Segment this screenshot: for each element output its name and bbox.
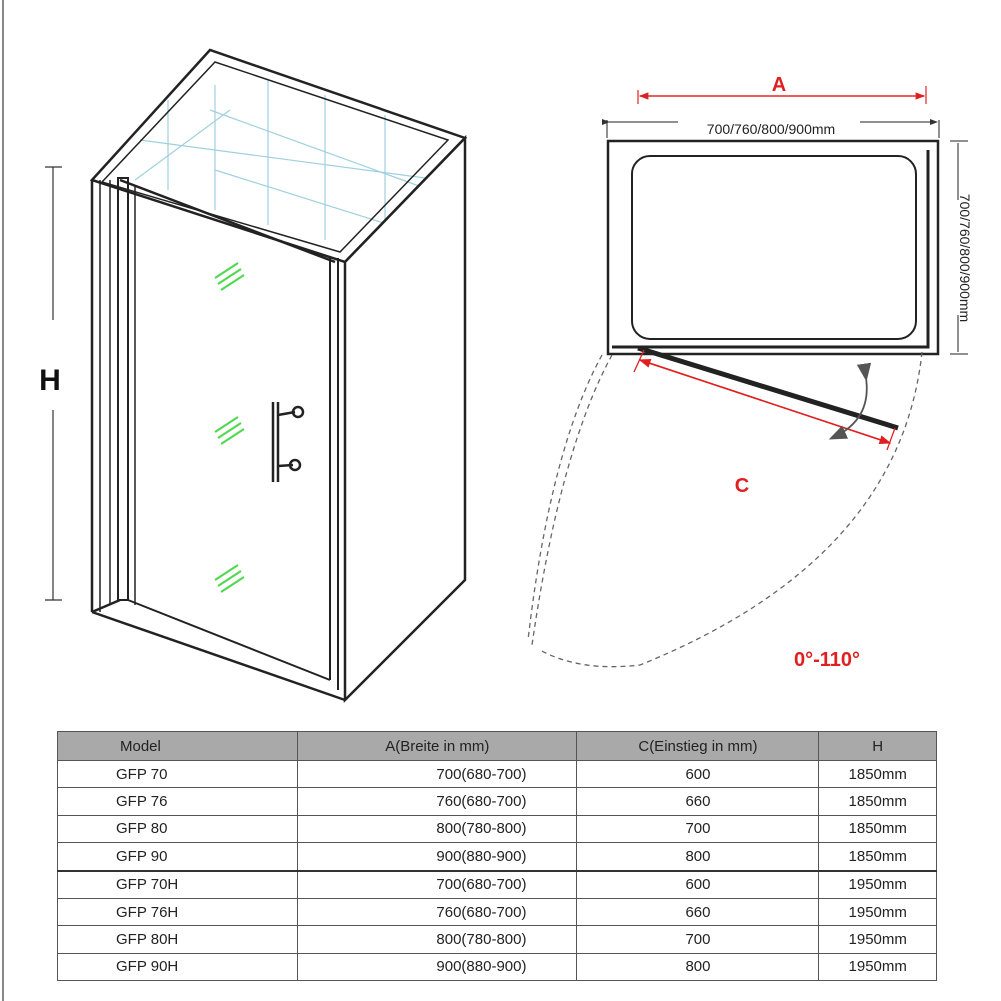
cell-width-A: 800(780-800): [297, 925, 577, 954]
height-dimension: [45, 166, 62, 601]
header-width-A: A(Breite in mm): [297, 731, 578, 761]
cell-height-H: 1950mm: [818, 897, 937, 927]
width-A-label: A: [772, 74, 786, 96]
cell-model: GFP 90: [57, 842, 298, 872]
cell-entry-C: 600: [576, 759, 819, 789]
cell-model: GFP 70H: [57, 869, 298, 899]
cell-entry-C: 660: [576, 897, 819, 927]
cell-height-H: 1850mm: [818, 759, 937, 789]
swing-angle-label: 0°-110°: [794, 649, 860, 671]
cell-model: GFP 80: [57, 814, 298, 844]
cell-model: GFP 90H: [57, 952, 298, 982]
header-entry-C: C(Einstieg in mm): [576, 731, 820, 761]
shower-diagram: H A 700/760/800/900mm 700/760/800/900mm …: [39, 48, 973, 704]
cell-width-A: 700(680-700): [297, 869, 577, 899]
width-dimension-label: 700/760/800/900mm: [707, 121, 835, 137]
cell-entry-C: 800: [576, 842, 819, 872]
cell-width-A: 760(680-700): [297, 787, 577, 816]
back-tiles: [134, 80, 441, 240]
table-header-row: Model A(Breite in mm) C(Einstieg in mm) …: [56, 731, 937, 761]
cell-model: GFP 76: [57, 787, 298, 816]
cell-height-H: 1850mm: [818, 842, 937, 872]
cell-entry-C: 660: [576, 787, 819, 816]
entry-C-label: C: [735, 475, 749, 497]
cell-height-H: 1850mm: [818, 787, 937, 816]
perspective-view: [89, 48, 468, 704]
header-model: Model: [56, 731, 299, 761]
left-edge-line: [2, 0, 4, 1001]
height-label: H: [39, 364, 61, 397]
cell-model: GFP 76H: [57, 897, 298, 927]
cell-height-H: 1950mm: [818, 925, 937, 954]
cell-width-A: 760(680-700): [297, 897, 577, 927]
cell-height-H: 1850mm: [818, 814, 937, 844]
cell-entry-C: 800: [576, 952, 819, 982]
model-spec-table: Model A(Breite in mm) C(Einstieg in mm) …: [56, 731, 937, 982]
cell-height-H: 1950mm: [818, 952, 937, 982]
cell-width-A: 900(880-900): [297, 952, 577, 982]
cell-width-A: 900(880-900): [297, 842, 577, 872]
cell-width-A: 800(780-800): [297, 814, 577, 844]
cell-model: GFP 80H: [57, 925, 298, 954]
depth-dimension-label: 700/760/800/900mm: [957, 194, 973, 322]
glass-mark-icons: [214, 262, 245, 593]
swing-arrow-icon: [828, 362, 872, 440]
door-handle: [271, 402, 305, 482]
cell-entry-C: 600: [576, 869, 819, 899]
cell-width-A: 700(680-700): [297, 759, 577, 789]
cell-entry-C: 700: [576, 814, 819, 844]
header-height-H: H: [818, 731, 937, 761]
cell-entry-C: 700: [576, 925, 819, 954]
top-view: [527, 86, 968, 668]
cell-model: GFP 70: [57, 759, 298, 789]
cell-height-H: 1950mm: [818, 869, 937, 899]
